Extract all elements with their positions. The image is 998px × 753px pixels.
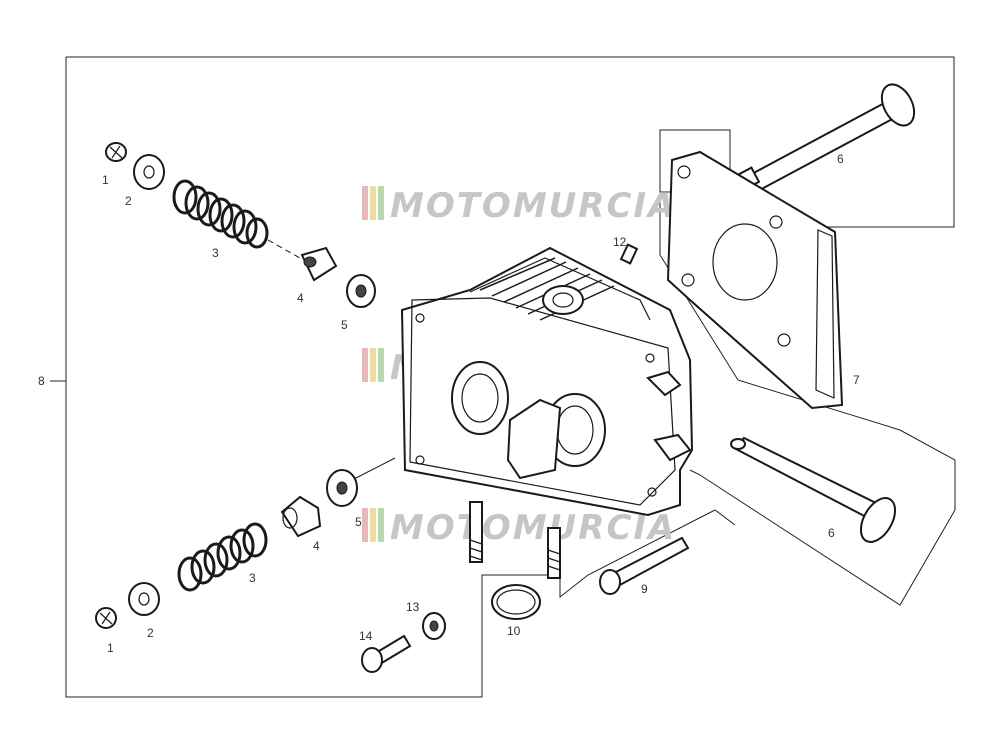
screw — [361, 634, 412, 673]
valve-bottom — [730, 436, 897, 543]
valve-seal-bottom — [280, 495, 322, 538]
callout-3-top: 3 — [212, 246, 219, 260]
axis-dash-bottom — [351, 457, 396, 481]
callout-6-top: 6 — [837, 152, 844, 166]
callout-1-top: 1 — [102, 173, 109, 187]
valve-spring-bottom — [177, 522, 268, 592]
callout-10: 10 — [507, 624, 521, 638]
nut — [422, 612, 446, 640]
callout-5-bottom: 5 — [355, 515, 362, 529]
watermark-top: MOTOMURCIA — [362, 186, 676, 226]
callout-2-bottom: 2 — [147, 626, 154, 640]
callout-14: 14 — [359, 629, 373, 643]
callout-6-bottom: 6 — [828, 526, 835, 540]
o-ring — [491, 584, 541, 620]
stud-right — [547, 527, 561, 579]
dowel-pin — [619, 243, 639, 265]
watermark-top-text: MOTOMURCIA — [390, 186, 676, 226]
callout-3-bottom: 3 — [249, 571, 256, 585]
spring-seat-top — [346, 274, 376, 308]
cylinder-head-gasket — [666, 150, 844, 410]
watermark-bottom-text: MOTOMURCIA — [390, 508, 676, 548]
spring-retainer-bottom — [128, 582, 160, 616]
valve-cotter-top — [105, 142, 127, 162]
callout-2-top: 2 — [125, 194, 132, 208]
watermark-bottom: MOTOMURCIA — [362, 508, 676, 548]
callout-4-top: 4 — [297, 291, 304, 305]
callout-5-top: 5 — [341, 318, 348, 332]
callout-13: 13 — [406, 600, 420, 614]
cylinder-head — [400, 246, 694, 517]
spring-seat-bottom — [326, 469, 358, 507]
callout-4-bottom: 4 — [313, 539, 320, 553]
axis-dash-top — [267, 239, 301, 259]
callout-9: 9 — [641, 582, 648, 596]
valve-top — [737, 83, 916, 194]
callout-8: 8 — [38, 374, 45, 388]
valve-seal-top — [300, 246, 338, 282]
stud-left — [469, 501, 483, 563]
callout-12: 12 — [613, 235, 627, 249]
valve-spring-top — [172, 179, 269, 249]
callout-1-bottom: 1 — [107, 641, 114, 655]
callout-7: 7 — [853, 373, 860, 387]
valve-cotter-bottom — [95, 607, 117, 629]
head-bolt — [599, 536, 690, 595]
spring-retainer-top — [133, 154, 165, 190]
